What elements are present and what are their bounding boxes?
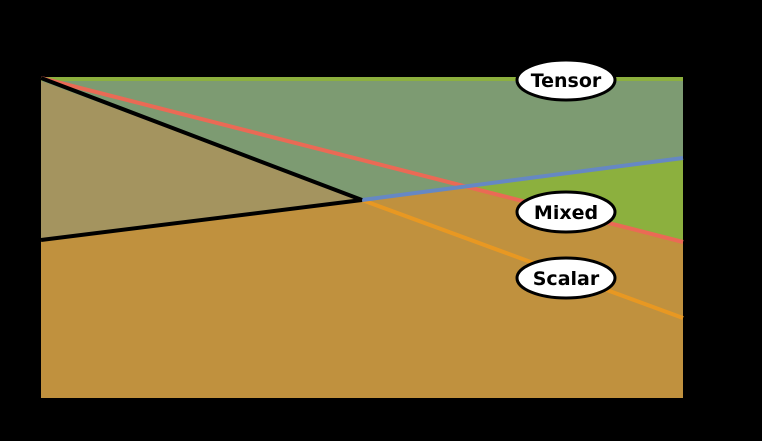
label-scalar-ellipse — [515, 256, 617, 300]
label-mixed-ellipse — [515, 190, 617, 234]
label-tensor-text: Tensor — [531, 70, 602, 92]
region-scalar — [41, 200, 683, 398]
callout-labels: Tensor Mixed Scalar — [515, 58, 617, 300]
region-top-cap — [41, 77, 683, 81]
region-layers — [41, 77, 683, 398]
line-blue-tensor-boundary — [361, 156, 684, 202]
line-orange-scalar-boundary — [361, 198, 684, 320]
label-mixed-text: Mixed — [534, 202, 598, 224]
label-scalar-text: Scalar — [533, 268, 600, 290]
label-scalar[interactable]: Scalar — [515, 256, 617, 300]
line-black-upper-boundary — [40, 76, 363, 202]
label-tensor[interactable]: Tensor — [515, 58, 617, 102]
region-tensor-top — [41, 81, 683, 200]
region-overlap-top — [41, 81, 362, 240]
label-tensor-ellipse — [515, 58, 617, 102]
label-mixed[interactable]: Mixed — [515, 190, 617, 234]
line-black-lower-boundary — [40, 198, 363, 242]
